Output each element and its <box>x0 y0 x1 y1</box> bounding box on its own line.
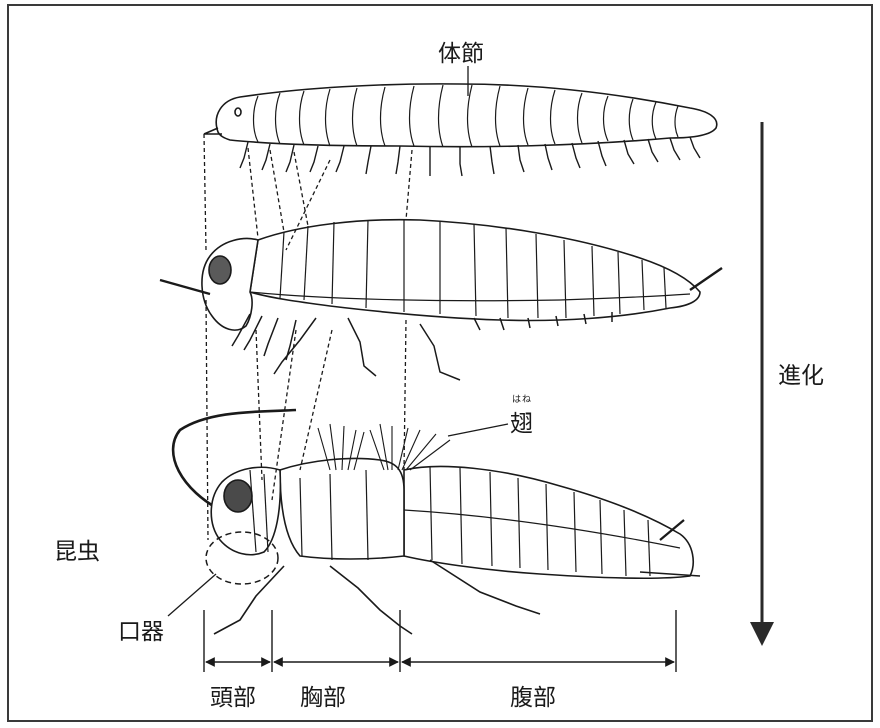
intermediate-legs <box>232 312 612 380</box>
insect-head <box>211 467 280 554</box>
insect-eye <box>224 480 252 512</box>
label-evolution: 進化 <box>778 356 824 390</box>
label-segment: 体節 <box>438 34 484 68</box>
wing-leader-line <box>448 424 508 436</box>
ancestor-body-outline <box>216 84 717 147</box>
label-insect: 昆虫 <box>54 532 100 566</box>
evolution-arrow-head <box>750 622 774 646</box>
intermediate-eye <box>209 256 231 284</box>
mouthparts-leader-line <box>168 574 216 616</box>
intermediate-antenna-rear <box>690 268 722 290</box>
intermediate-head <box>202 239 258 331</box>
body-region-dimensions <box>204 610 676 672</box>
label-abdomen: 腹部 <box>510 678 556 712</box>
label-head: 頭部 <box>210 678 256 712</box>
label-mouthparts: 口器 <box>118 612 164 646</box>
intermediate-form <box>160 220 722 330</box>
insect-legs <box>214 560 540 634</box>
insect-thorax <box>280 458 404 559</box>
label-wing: 翅 <box>510 404 533 438</box>
segmented-ancestor <box>204 84 717 147</box>
label-thorax: 胸部 <box>300 678 346 712</box>
